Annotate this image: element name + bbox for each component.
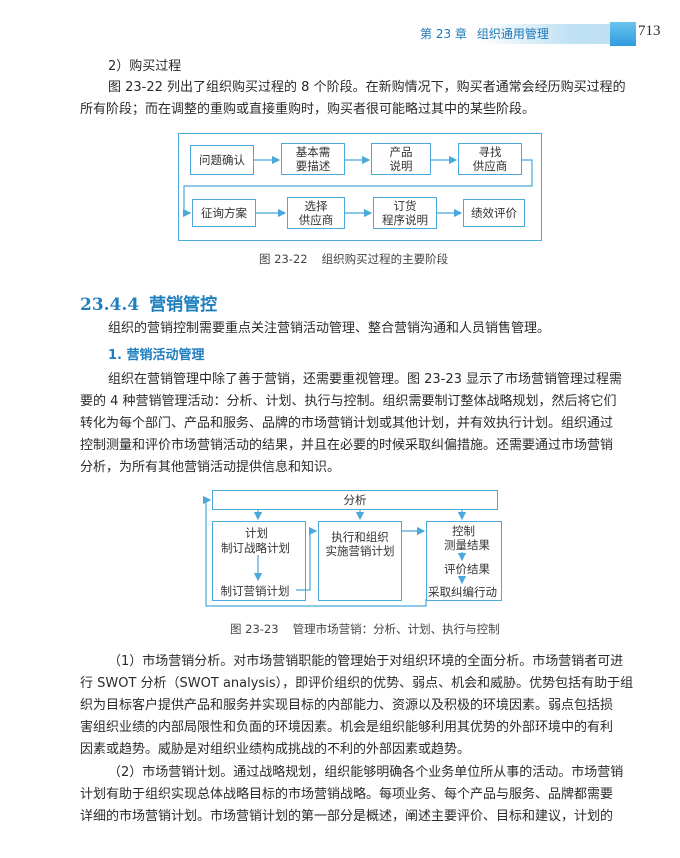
para-line: 控制测量和评价市场营销活动的结果，并且在必要的时候采取纠偏措施。还需要通过市场营…	[80, 438, 614, 453]
caption-text: 组织购买过程的主要阶段	[321, 252, 449, 266]
plan-strategy: 制订战略计划	[221, 541, 290, 555]
caption-text: 管理市场营销：分析、计划、执行与控制	[292, 622, 500, 636]
plan-marketing: 制订营销计划	[220, 583, 290, 598]
control-evaluate: 评价结果	[444, 562, 490, 576]
control-title: 控制	[452, 524, 475, 538]
flow-box-proposal: 征询方案	[192, 199, 256, 227]
section-name: 营销管控	[149, 295, 218, 315]
chapter-label: 第 23 章组织通用管理	[420, 25, 559, 42]
flow-box-select: 选择 供应商	[287, 197, 345, 229]
chapter-title: 组织通用管理	[476, 27, 549, 41]
para-line: 因素或趋势。威胁是对组织业绩构成挑战的不利的外部因素或趋势。	[80, 742, 471, 757]
para-line: 织为目标客户提供产品和服务并实现目标的内部能力、资源以及积极的环境因素。弱点包括…	[80, 698, 614, 713]
figure-23-22-caption: 图 23-22 组织购买过程的主要阶段	[259, 251, 448, 267]
para-line: 转化为每个部门、产品和服务、品牌的市场营销计划或其他计划，并有效执行计划。组织通…	[80, 416, 614, 431]
para-line: 所有阶段；而在调整的重购或直接重购时，购买者很可能略过其中的某些阶段。	[80, 102, 536, 117]
header-gradient-bar	[480, 24, 630, 44]
subsection-heading-purchase: 2）购买过程	[108, 59, 182, 74]
control-action: 采取纠编行动	[428, 585, 497, 599]
flow-box-need: 基本需 要描述	[281, 143, 345, 175]
para-line: 分析，为所有其他营销活动提供信息和知识。	[80, 460, 341, 475]
header-square-mark	[610, 22, 636, 46]
flow-box-order: 订货 程序说明	[373, 197, 437, 229]
figure-23-23-caption: 图 23-23 管理市场营销：分析、计划、执行与控制	[230, 621, 500, 637]
caption-number: 图 23-22	[259, 252, 308, 266]
flow-box-search: 寻找 供应商	[458, 143, 522, 175]
para-line: 组织在营销管理中除了善于营销，还需要重视管理。图 23-23 显示了市场营销管理…	[108, 372, 623, 387]
page-header: 第 23 章组织通用管理 713	[0, 20, 680, 46]
section-number: 23.4.4	[80, 295, 140, 315]
section-title: 23.4.4 营销管控	[80, 290, 217, 315]
control-measure: 测量结果	[444, 538, 490, 552]
flow-box-review: 绩效评价	[463, 199, 525, 227]
para-line: 详细的市场营销计划。市场营销计划的第一部分是概述，阐述主要评价、目标和建议，计划…	[80, 809, 614, 824]
box-execute: 执行和组织 实施营销计划	[318, 521, 402, 601]
page-number: 713	[638, 23, 661, 39]
flow-box-problem: 问题确认	[190, 145, 254, 175]
subsection-title: 1. 营销活动管理	[108, 348, 205, 363]
section-intro: 组织的营销控制需要重点关注营销活动管理、整合营销沟通和人员销售管理。	[108, 321, 551, 336]
para-line: （2）市场营销计划。通过战略规划，组织能够明确各个业务单位所从事的活动。市场营销	[108, 765, 624, 780]
para-line: 图 23-22 列出了组织购买过程的 8 个阶段。在新购情况下，购买者通常会经历…	[108, 80, 626, 95]
para-line: 要的 4 种营销管理活动：分析、计划、执行与控制。组织需要制订整体战略规划，然后…	[80, 394, 617, 409]
plan-title: 计划	[245, 526, 268, 540]
chapter-number: 第 23 章	[420, 27, 467, 41]
box-analysis: 分析	[212, 490, 498, 510]
para-line: （1）市场营销分析。对市场营销职能的管理始于对组织环境的全面分析。市场营销者可进	[108, 654, 624, 669]
para-line: 计划有助于组织实现总体战略目标的市场营销战略。每项业务、每个产品与服务、品牌都需…	[80, 787, 614, 802]
caption-number: 图 23-23	[230, 622, 279, 636]
para-line: 行 SWOT 分析（SWOT analysis），即评价组织的优势、弱点、机会和…	[80, 676, 634, 691]
flow-box-spec: 产品 说明	[371, 143, 431, 175]
para-line: 害组织业绩的内部局限性和负面的环境因素。机会是组织能够利用其优势的外部环境中的有…	[80, 720, 614, 735]
